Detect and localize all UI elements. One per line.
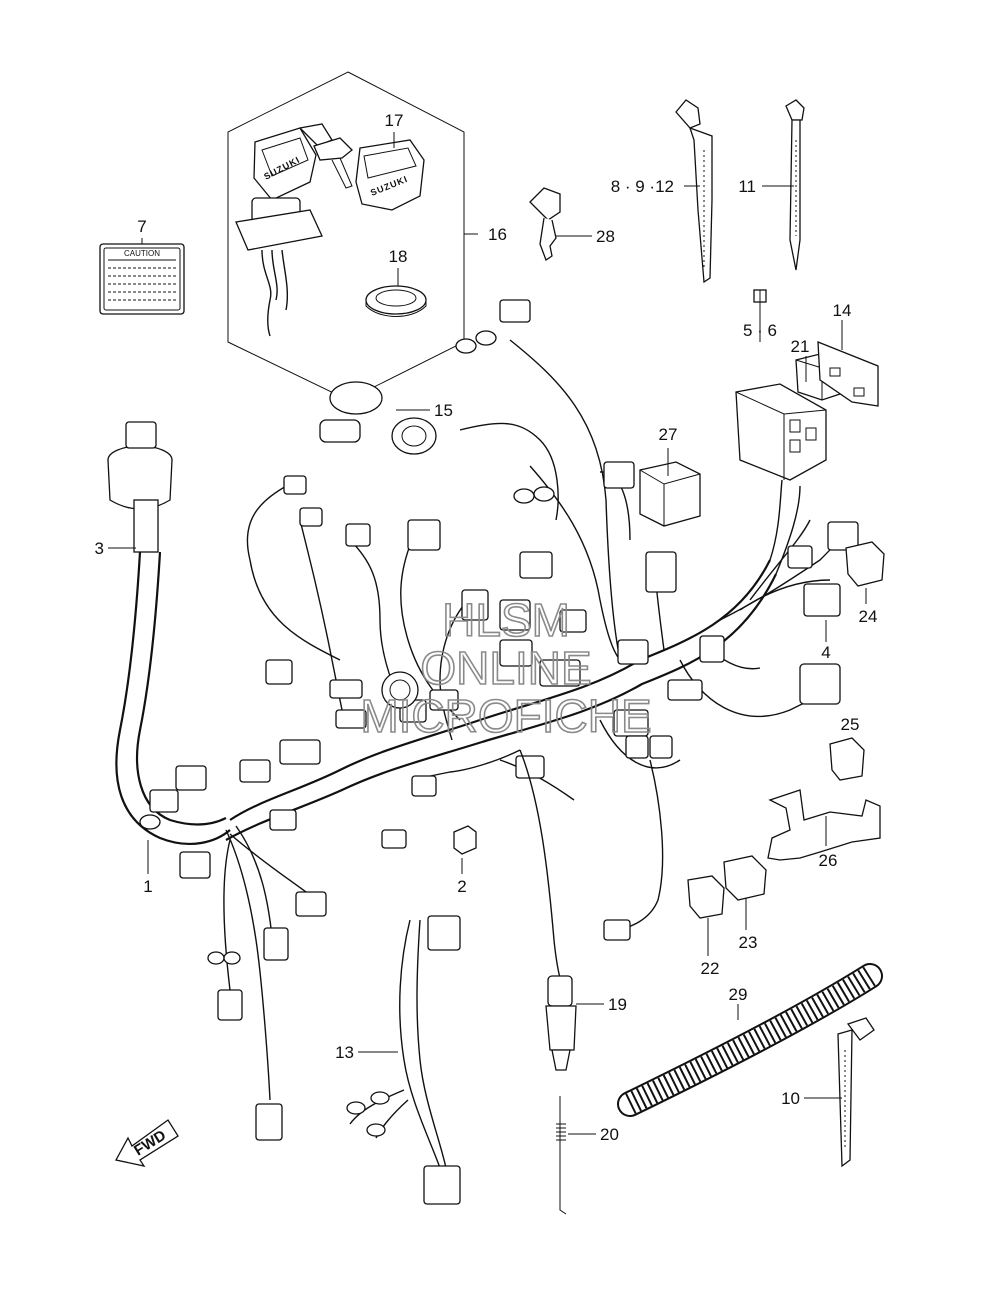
callout-28: 28	[596, 227, 615, 246]
fuse-box-bracket	[817, 320, 879, 407]
watermark: HLSM ONLINE MICROFICHE	[360, 593, 653, 743]
connector-25	[829, 737, 865, 781]
bracket-26	[767, 789, 881, 861]
connector-cap-2	[453, 825, 477, 874]
caution-label-text: CAUTION	[124, 249, 160, 258]
callout-21: 21	[791, 337, 810, 356]
cable-tie-large	[675, 99, 713, 284]
sub-harness-3	[107, 421, 327, 1141]
fwd-arrow: FWD	[115, 1119, 179, 1167]
watermark-line-1: HLSM	[442, 594, 570, 646]
connector-22	[687, 875, 725, 956]
callout-5-6: 5 · 6	[743, 321, 777, 340]
callout-17: 17	[385, 111, 404, 130]
callout-8-9-12: 8 · 9 ·12	[611, 177, 674, 196]
sub-harness-13	[346, 915, 461, 1205]
right-pigtail	[603, 759, 664, 941]
callout-labels: 7 17 16 18 8 · 9 ·12 11 28 14 5 · 6 21 1…	[95, 111, 878, 1144]
callout-26: 26	[819, 851, 838, 870]
key-cap: SUZUKI	[355, 139, 425, 211]
module-27	[639, 448, 701, 527]
callout-11: 11	[738, 177, 756, 196]
callout-10: 10	[781, 1089, 800, 1108]
callout-29: 29	[729, 985, 748, 1004]
switch-nut	[365, 285, 427, 317]
sensor-19	[519, 749, 604, 1071]
main-harness	[147, 299, 859, 874]
connector-15	[319, 381, 437, 455]
corrugated-tube	[617, 963, 883, 1117]
callout-18: 18	[389, 247, 408, 266]
watermark-line-2: ONLINE	[420, 642, 591, 694]
callout-24: 24	[859, 607, 878, 626]
fuse	[753, 289, 767, 342]
callout-23: 23	[739, 933, 758, 952]
callout-27: 27	[659, 425, 678, 444]
callout-22: 22	[701, 959, 720, 978]
ignition-switch: SUZUKI	[235, 123, 353, 337]
callout-25: 25	[841, 715, 860, 734]
callout-7: 7	[137, 217, 146, 236]
callout-4: 4	[821, 643, 830, 662]
cable-tie-small	[762, 99, 805, 271]
callout-3: 3	[95, 539, 104, 558]
callout-13: 13	[335, 1043, 354, 1062]
caution-label: CAUTION	[99, 243, 185, 315]
callout-16: 16	[488, 225, 507, 244]
callout-20: 20	[600, 1125, 619, 1144]
cable-tie-clip	[804, 1017, 875, 1168]
callout-2: 2	[457, 877, 466, 896]
fuse-box	[735, 383, 827, 481]
key	[529, 187, 592, 261]
watermark-line-3: MICROFICHE	[360, 690, 651, 742]
spring-20	[556, 1096, 596, 1215]
connector-24	[845, 541, 885, 604]
callout-15: 15	[434, 401, 453, 420]
callout-19: 19	[608, 995, 627, 1014]
callout-14: 14	[833, 301, 852, 320]
callout-1: 1	[143, 877, 152, 896]
connector-23	[723, 855, 767, 930]
